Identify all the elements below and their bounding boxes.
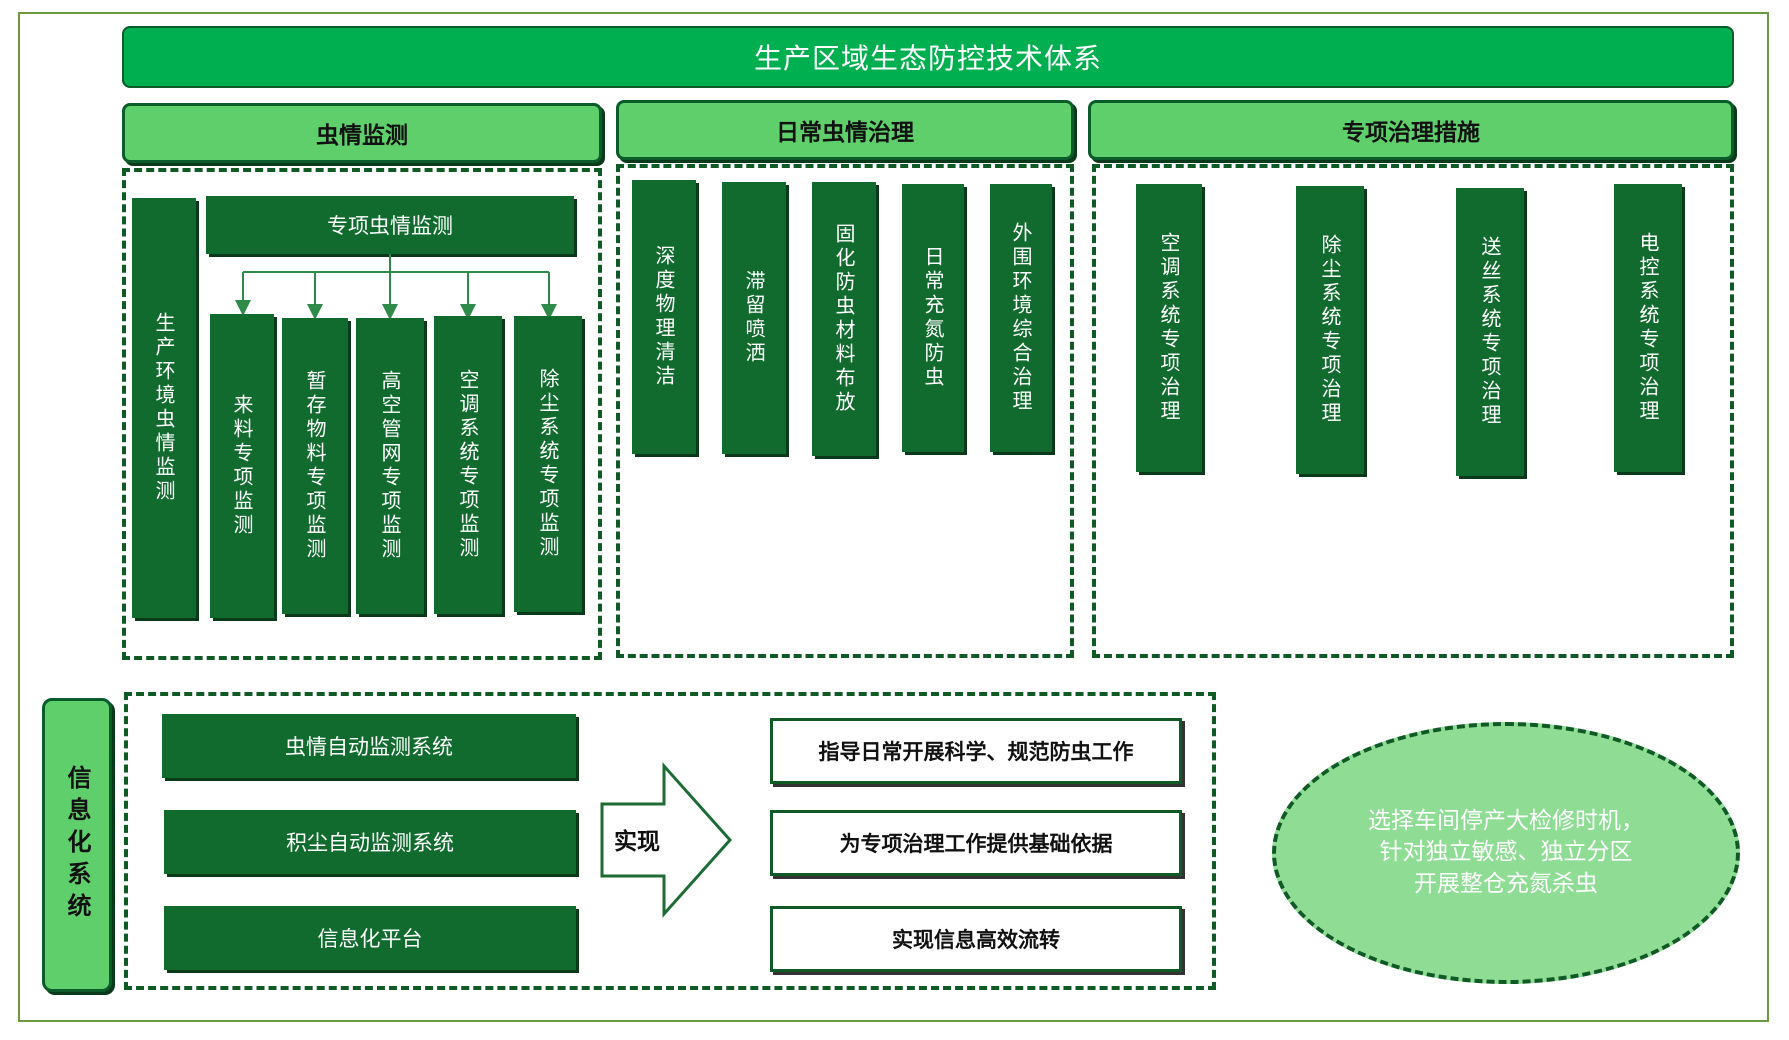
special-item: 电控系统专项治理 [1614, 184, 1682, 472]
result-box: 实现信息高效流转 [770, 906, 1182, 972]
special-monitor-header-box: 专项虫情监测 [206, 196, 574, 254]
env-monitor-box: 生产环境虫情监测 [132, 198, 196, 618]
section-header-monitoring: 虫情监测 [122, 103, 602, 163]
ellipse-line: 开展整仓充氮杀虫 [1414, 870, 1598, 897]
special-monitor-item-label: 高空管网专项监测 [378, 370, 402, 562]
daily-item: 深度物理清洁 [632, 180, 696, 454]
special-monitor-item: 除尘系统专项监测 [514, 316, 582, 612]
env-monitor-label: 生产环境虫情监测 [152, 312, 176, 504]
daily-item-label: 外围环境综合治理 [1009, 222, 1033, 414]
special-item: 除尘系统专项治理 [1296, 186, 1364, 474]
special-item-label: 电控系统专项治理 [1636, 232, 1660, 424]
special-monitor-item-label: 除尘系统专项监测 [536, 368, 560, 560]
info-system-container [124, 692, 1216, 990]
section-header-special: 专项治理措施 [1088, 100, 1734, 160]
daily-item: 外围环境综合治理 [990, 184, 1052, 452]
info-system-header-label: 信息化系统 [63, 765, 91, 925]
special-monitor-item: 来料专项监测 [210, 314, 274, 618]
special-item: 空调系统专项治理 [1136, 184, 1202, 472]
nitrogen-fumigation-ellipse: 选择车间停产大检修时机， 针对独立敏感、独立分区 开展整仓充氮杀虫 [1272, 722, 1740, 984]
special-item-label: 送丝系统专项治理 [1478, 236, 1502, 428]
special-container [1092, 164, 1734, 658]
special-monitor-item-label: 暂存物料专项监测 [303, 370, 327, 562]
realize-arrow-label: 实现 [614, 829, 660, 855]
daily-item: 日常充氮防虫 [902, 184, 964, 452]
special-monitor-item-label: 空调系统专项监测 [456, 369, 480, 561]
result-box: 为专项治理工作提供基础依据 [770, 810, 1182, 876]
special-item-label: 空调系统专项治理 [1157, 232, 1181, 424]
section-header-daily: 日常虫情治理 [616, 100, 1074, 160]
monitoring-container [122, 168, 602, 660]
special-item-label: 除尘系统专项治理 [1318, 234, 1342, 426]
special-monitor-item: 暂存物料专项监测 [282, 318, 348, 614]
daily-item-label: 滞留喷洒 [742, 270, 766, 366]
result-box: 指导日常开展科学、规范防虫工作 [770, 718, 1182, 784]
daily-item-label: 日常充氮防虫 [921, 246, 945, 390]
daily-item-label: 深度物理清洁 [652, 245, 676, 389]
info-system-item: 信息化平台 [164, 906, 576, 970]
daily-container [616, 164, 1074, 658]
daily-item-label: 固化防虫材料布放 [832, 223, 856, 415]
special-monitor-item: 高空管网专项监测 [356, 318, 424, 614]
info-system-item: 积尘自动监测系统 [164, 810, 576, 874]
diagram-frame [18, 12, 1769, 1022]
info-system-header: 信息化系统 [42, 698, 112, 992]
special-monitor-item: 空调系统专项监测 [434, 316, 502, 614]
info-system-item: 虫情自动监测系统 [162, 714, 576, 778]
daily-item: 滞留喷洒 [722, 182, 786, 454]
special-item: 送丝系统专项治理 [1456, 188, 1524, 476]
ellipse-line: 选择车间停产大检修时机， [1368, 808, 1644, 835]
daily-item: 固化防虫材料布放 [812, 182, 876, 456]
ellipse-line: 针对独立敏感、独立分区 [1379, 839, 1633, 866]
diagram-title: 生产区域生态防控技术体系 [122, 26, 1734, 88]
special-monitor-item-label: 来料专项监测 [230, 394, 254, 538]
